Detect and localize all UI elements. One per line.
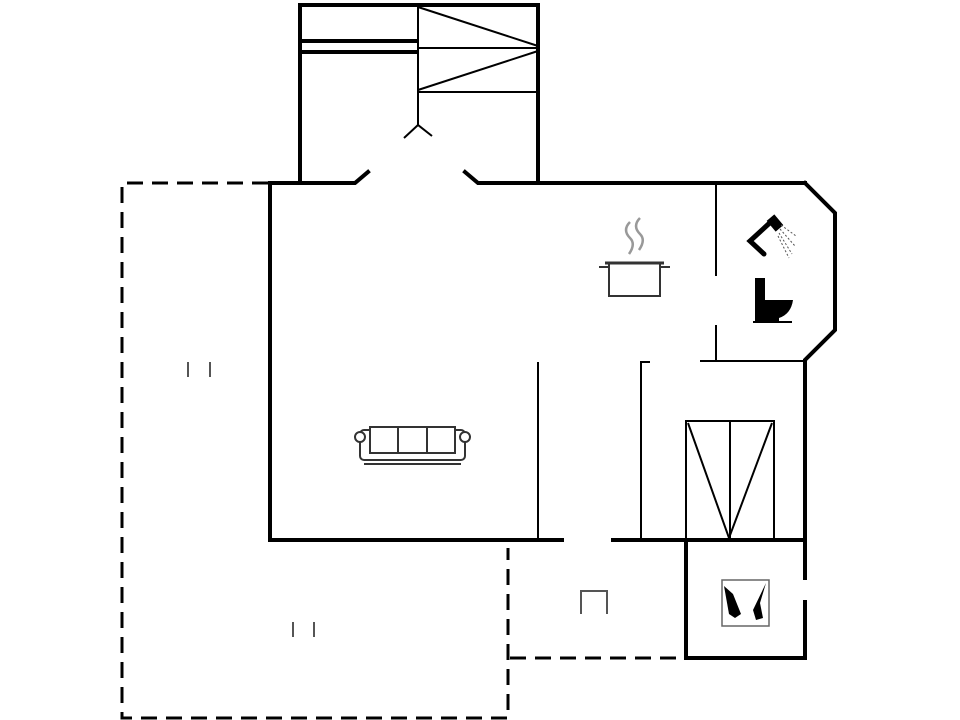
sofa-icon (354, 426, 471, 465)
terrace-outline (120, 181, 686, 720)
entry-room (268, 3, 807, 185)
main-walls (268, 180, 837, 660)
toilet-icon (753, 278, 793, 323)
shower-icon (746, 214, 797, 259)
bed-icon (580, 590, 608, 614)
closet-icon (685, 420, 775, 541)
wardrobe-icon (302, 5, 539, 125)
terrace-step-icon (187, 362, 315, 637)
cooking-pot-icon (599, 217, 670, 297)
coat-hanger-icon (403, 123, 433, 139)
broom-utility-icon (721, 579, 770, 627)
